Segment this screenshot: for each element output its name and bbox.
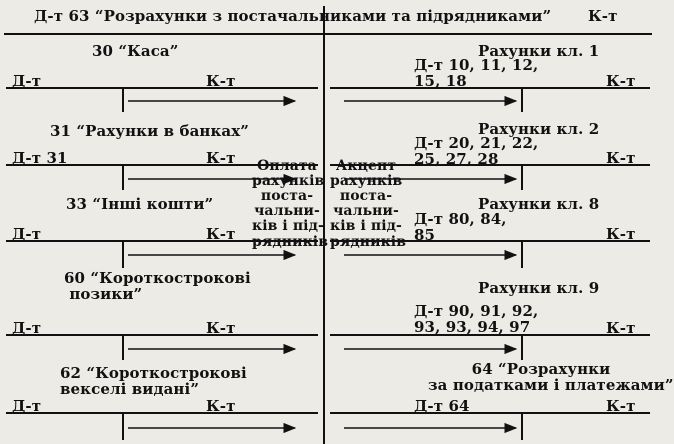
account-62-debit: Д-т [12,397,42,415]
account-31-name: 31 “Рахунки в банках” [50,122,249,140]
header-debit-label: Д-т 63 “Розрахунки з постачальниками та … [34,7,552,25]
account-31-debit: Д-т 31 [12,149,68,167]
account-class9-credit: К-т [606,319,636,337]
account-class8-name: Рахунки кл. 8 [478,195,600,213]
account-class2-name: Рахунки кл. 2 [478,120,600,138]
account-class2-credit: К-т [606,149,636,167]
account-class1-debit: Д-т 10, 11, 12, 15, 18 [414,56,539,91]
account-class2-debit: Д-т 20, 21, 22, 25, 27, 28 [414,134,539,169]
account-60-debit: Д-т [12,319,42,337]
account-class9-debit: Д-т 90, 91, 92, 93, 93, 94, 97 [414,302,539,337]
account-60-credit: К-т [206,319,236,337]
account-31-credit: К-т [206,149,236,167]
account-33-credit: К-т [206,225,236,243]
account-62-name: 62 “Короткострокові векселі видані” [60,364,247,399]
header-credit-label: К-т [588,7,618,25]
account-64-debit: Д-т 64 [414,397,470,415]
account-class9-name: Рахунки кл. 9 [478,279,600,297]
account-62-credit: К-т [206,397,236,415]
account-class1-credit: К-т [606,72,636,90]
account-class1-name: Рахунки кл. 1 [478,42,600,60]
account-64-name: 64 “Розрахунки за податками і платежами” [428,360,674,395]
account-33-debit: Д-т [12,225,42,243]
t-account-lines [4,6,652,444]
account-class8-debit: Д-т 80, 84, 85 [414,210,507,245]
account-30-name: 30 “Каса” [92,42,179,60]
account-30-credit: К-т [206,72,236,90]
account-class8-credit: К-т [606,225,636,243]
annotation-payment: Оплата рахунків поста- чальни- ків і під… [252,158,329,250]
account-64-credit: К-т [606,397,636,415]
account-flow-diagram: Д-т 63 “Розрахунки з постачальниками та … [4,6,674,444]
account-60-name: 60 “Короткострокові позики” [64,269,251,304]
annotation-acceptance: Акцепт рахунків поста- чальни- ків і під… [330,158,407,250]
account-33-name: 33 “Інші кошти” [66,195,214,213]
account-30-debit: Д-т [12,72,42,90]
